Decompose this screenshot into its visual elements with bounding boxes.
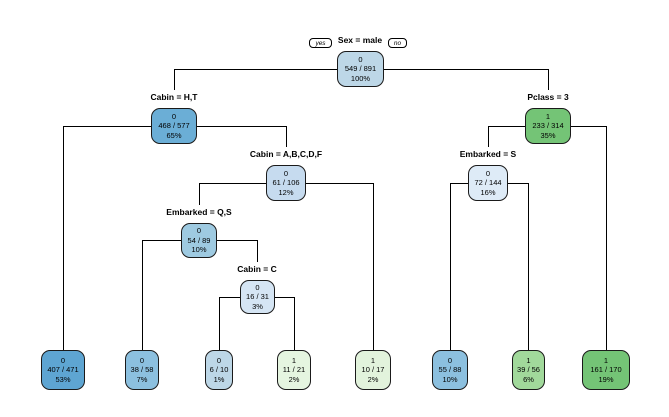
- node-count: 233 / 314: [532, 121, 564, 131]
- node-pct: 35%: [540, 130, 556, 140]
- node-count: 11 / 21: [282, 365, 306, 375]
- node-class: 0: [255, 282, 260, 292]
- node-class: 0: [216, 355, 222, 365]
- edge-embarkedqs-left-v: [142, 240, 143, 350]
- edge-pclass3-left-v: [488, 126, 489, 147]
- edge-cabinht-right-v: [286, 126, 287, 147]
- edge-cabinabcdf-right-h: [306, 183, 373, 184]
- leaf-node-4: 1 11 / 21 2%: [277, 350, 311, 390]
- node-class: 0: [447, 355, 453, 365]
- node-pct: 16%: [480, 187, 496, 197]
- node-pct: 65%: [166, 130, 182, 140]
- node-class: 0: [139, 355, 145, 365]
- node-pclass-3: 1 233 / 314 35%: [525, 108, 571, 144]
- node-count: 6 / 10: [209, 365, 229, 375]
- edge-embarkedqs-right-h: [217, 240, 257, 241]
- node-class: 0: [358, 54, 363, 64]
- node-class: 0: [171, 111, 177, 121]
- node-embarked-qs: 0 54 / 89 10%: [181, 223, 217, 258]
- node-pct: 7%: [136, 374, 148, 384]
- split-label-cabin-abcdf: Cabin = A,B,C,D,F: [249, 149, 323, 159]
- edge-cabinc-left-h: [219, 297, 240, 298]
- node-class: 0: [283, 168, 289, 178]
- branch-label-no: no: [388, 38, 407, 48]
- edge-pclass3-right-h: [571, 126, 606, 127]
- node-count: 72 / 144: [474, 178, 502, 188]
- node-class: 1: [291, 355, 297, 365]
- node-class: 0: [485, 168, 491, 178]
- edge-cabinht-left-v: [63, 126, 64, 350]
- edge-cabinabcdf-left-v: [199, 183, 200, 205]
- edge-root-left-h: [174, 69, 337, 70]
- leaf-node-1: 0 407 / 471 53%: [41, 350, 85, 390]
- node-count: 55 / 88: [438, 365, 462, 375]
- node-count: 39 / 56: [517, 365, 540, 375]
- split-label-cabin-ht: Cabin = H,T: [150, 92, 198, 102]
- node-pct: 12%: [278, 187, 294, 197]
- branch-label-yes: yes: [309, 38, 332, 48]
- node-class: 1: [603, 355, 609, 365]
- edge-pclass3-right-v: [606, 126, 607, 350]
- edge-cabinabcdf-right-v: [373, 183, 374, 350]
- node-cabin-ht: 0 468 / 577 65%: [151, 108, 197, 144]
- edge-root-right-h: [384, 69, 548, 70]
- edge-embarkeds-left-v: [450, 183, 451, 350]
- split-label-embarked-qs: Embarked = Q,S: [166, 207, 232, 217]
- node-pct: 2%: [288, 374, 300, 384]
- edge-cabinc-left-v: [219, 297, 220, 350]
- node-cabin-c: 0 16 / 31 3%: [240, 280, 275, 314]
- edge-cabinht-right-h: [197, 126, 286, 127]
- leaf-node-8: 1 161 / 170 19%: [582, 350, 630, 390]
- node-pct: 1%: [213, 374, 225, 384]
- node-pct: 6%: [523, 374, 534, 384]
- node-count: 10 / 17: [361, 365, 385, 375]
- leaf-node-7: 1 39 / 56 6%: [512, 350, 545, 390]
- edge-embarkeds-right-v: [528, 183, 529, 350]
- node-embarked-s: 0 72 / 144 16%: [468, 165, 508, 201]
- node-count: 61 / 106: [272, 178, 300, 188]
- edge-cabinabcdf-left-h: [199, 183, 266, 184]
- node-pct: 3%: [252, 301, 263, 311]
- edge-pclass3-left-h: [488, 126, 525, 127]
- node-pct: 19%: [598, 374, 614, 384]
- edge-embarkeds-left-h: [450, 183, 468, 184]
- split-label-embarked-s: Embarked = S: [459, 149, 517, 159]
- node-count: 38 / 58: [130, 365, 154, 375]
- node-pct: 10%: [191, 245, 207, 255]
- node-class: 1: [545, 111, 551, 121]
- leaf-node-5: 1 10 / 17 2%: [355, 350, 391, 390]
- node-cabin-abcdf: 0 61 / 106 12%: [266, 165, 306, 201]
- node-count: 161 / 170: [590, 365, 622, 375]
- node-pct: 100%: [350, 73, 371, 83]
- node-class: 0: [60, 355, 66, 365]
- edge-root-right-v: [548, 69, 549, 90]
- edge-embarkeds-right-h: [508, 183, 528, 184]
- node-class: 1: [526, 355, 531, 365]
- split-label-pclass-3: Pclass = 3: [527, 92, 569, 102]
- edge-cabinht-left-h: [63, 126, 151, 127]
- edge-cabinc-right-v: [294, 297, 295, 350]
- node-count: 468 / 577: [158, 121, 190, 131]
- leaf-node-6: 0 55 / 88 10%: [432, 350, 468, 390]
- node-count: 549 / 891: [344, 64, 377, 74]
- node-count: 54 / 89: [187, 235, 211, 245]
- edge-cabinc-right-h: [275, 297, 294, 298]
- node-count: 16 / 31: [246, 292, 269, 302]
- edge-embarkedqs-right-v: [257, 240, 258, 262]
- node-pct: 2%: [367, 374, 379, 384]
- leaf-node-2: 0 38 / 58 7%: [125, 350, 159, 390]
- split-label-cabin-c: Cabin = C: [237, 264, 277, 274]
- node-root: 0 549 / 891 100%: [337, 51, 384, 87]
- leaf-node-3: 0 6 / 10 1%: [205, 350, 233, 390]
- node-class: 1: [370, 355, 376, 365]
- node-pct: 53%: [55, 374, 71, 384]
- edge-embarkedqs-left-h: [142, 240, 181, 241]
- node-pct: 10%: [442, 374, 458, 384]
- node-class: 0: [196, 226, 202, 236]
- split-label-root: Sex = male: [337, 35, 383, 45]
- node-count: 407 / 471: [47, 365, 79, 375]
- edge-root-left-v: [174, 69, 175, 90]
